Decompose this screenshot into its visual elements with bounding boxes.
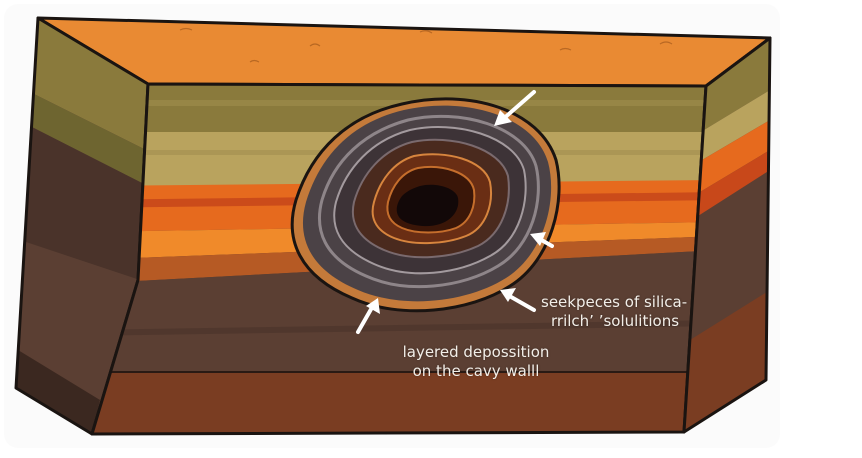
geode-core [396,184,459,227]
layered-deposition-label: layered depossition on the cavy walll [402,343,550,381]
layered-deposition-label-line1: layered depossition [402,343,550,361]
surface-texture [179,27,673,63]
arrow-top [500,90,536,122]
silica-solutions-label-line2: rrilch’ ’solulitions [551,312,680,330]
layered-deposition-label-line2: on the cavy walll [412,362,540,380]
arrows [356,90,554,334]
geode [290,97,561,313]
silica-solutions-label: seekpeces of silica- rrilch’ ’solulition… [541,293,687,331]
front-face-outline [90,82,708,436]
band-bottom [92,372,706,434]
silica-solutions-label-line1: seekpeces of silica- [541,293,688,311]
